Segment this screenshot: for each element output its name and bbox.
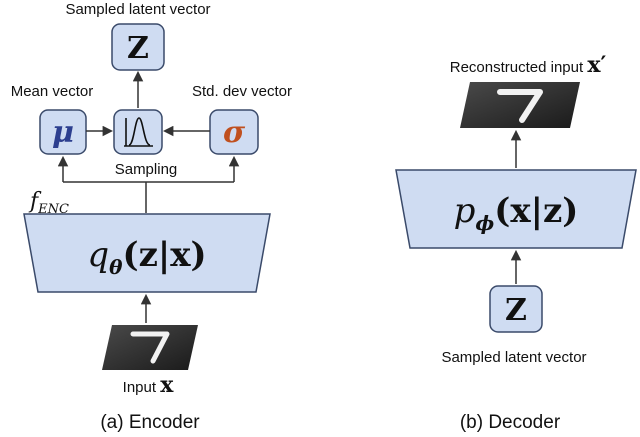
- decoder-network: pϕ(x|z): [395, 169, 637, 249]
- encoder-z-box: Z: [111, 23, 165, 71]
- encoder-panel-caption: (a) Encoder: [100, 412, 200, 433]
- decoder-panel-caption: (b) Decoder: [460, 412, 561, 433]
- decoder-z-box: Z: [489, 285, 543, 333]
- input-digit-image: [102, 325, 198, 370]
- mu-symbol: μ: [52, 115, 74, 150]
- reconstructed-digit-image: [460, 82, 580, 128]
- branch-connector: [57, 155, 240, 213]
- sigma-box: σ: [209, 109, 259, 155]
- decoder-sampled-latent-caption: Sampled latent vector: [441, 349, 586, 366]
- reconstructed-caption: Reconstructed input x′: [450, 52, 607, 78]
- decoder-network-label: pϕ(x|z): [454, 191, 579, 235]
- encoder-sampled-latent-caption: Sampled latent vector: [65, 1, 210, 18]
- encoder-network-label: qθ(z|x): [87, 235, 206, 279]
- input-caption: Input x: [123, 372, 175, 398]
- mu-box: μ: [39, 109, 87, 155]
- sigma-symbol: σ: [223, 115, 246, 150]
- decoder-panel: Reconstructed input x′ pϕ(x|z) Z Sampled…: [395, 52, 637, 433]
- decoder-z-symbol: Z: [505, 293, 527, 328]
- encoder-network: qθ(z|x): [23, 213, 271, 293]
- encoder-panel: Sampled latent vector Z Mean vector Std.…: [11, 1, 292, 433]
- encoder-z-symbol: Z: [127, 31, 149, 66]
- mean-vector-caption: Mean vector: [11, 83, 94, 100]
- distribution-icon: [124, 117, 153, 147]
- sampling-box: [113, 109, 163, 155]
- fenc-label: fENC: [28, 189, 69, 217]
- sampling-caption: Sampling: [115, 161, 178, 178]
- std-vector-caption: Std. dev vector: [192, 83, 292, 100]
